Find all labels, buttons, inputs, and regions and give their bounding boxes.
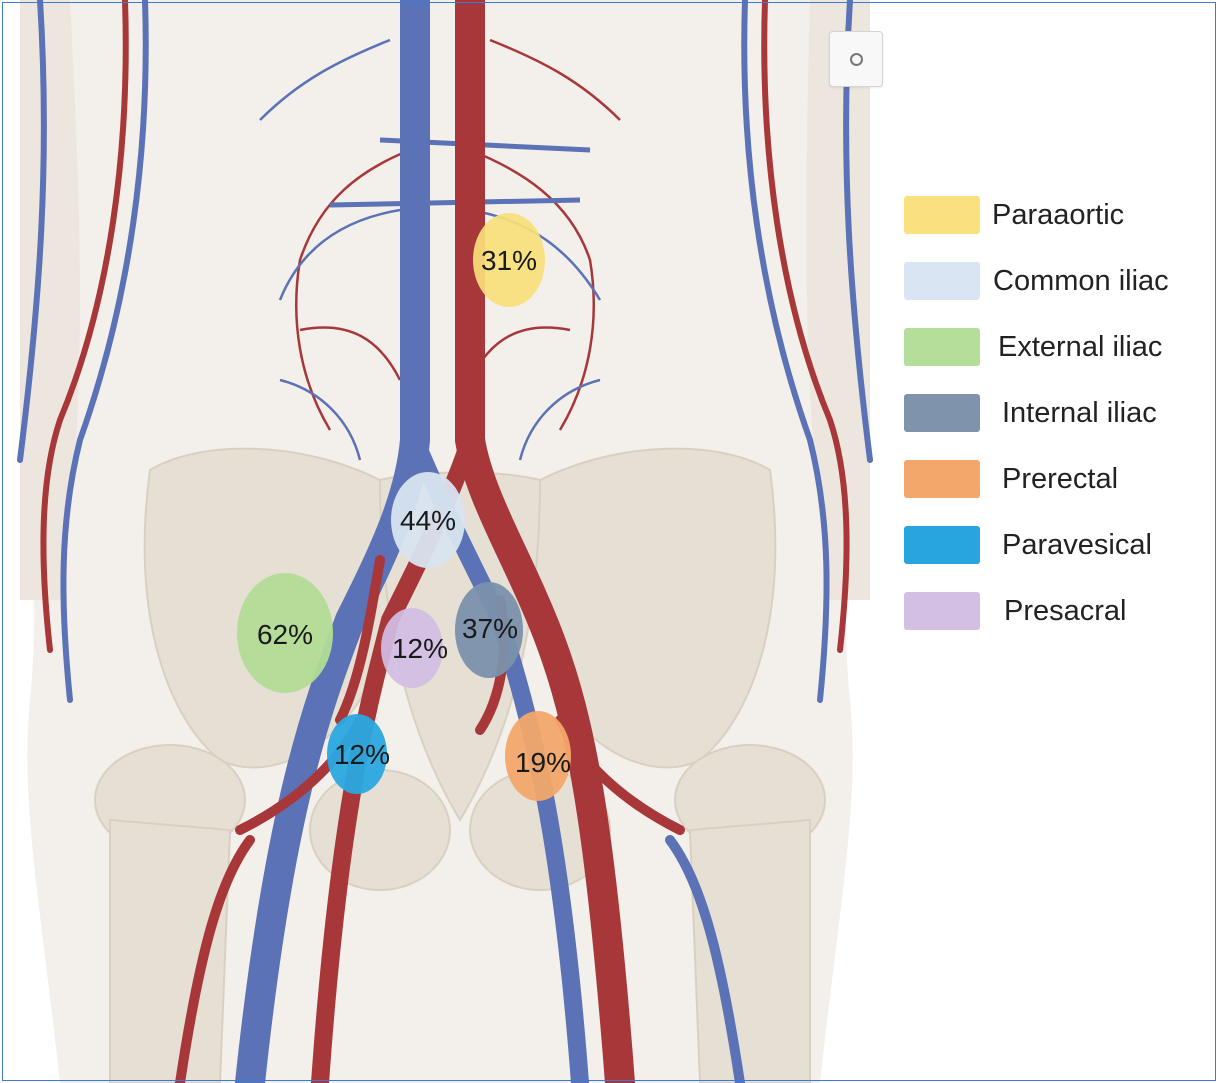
legend-item-prerectal: Prerectal — [900, 450, 1210, 516]
legend-label: Prerectal — [1002, 460, 1118, 498]
legend-swatch — [904, 394, 980, 432]
legend-label: Internal iliac — [1002, 394, 1157, 432]
legend-label: Common iliac — [993, 262, 1169, 300]
node-presacral-label: 12% — [392, 633, 448, 664]
legend-label: Paravesical — [1002, 526, 1152, 564]
legend-swatch — [904, 460, 980, 498]
legend-item-external-iliac: External iliac — [900, 318, 1210, 384]
node-external-iliac-label: 62% — [257, 619, 313, 650]
legend-item-internal-iliac: Internal iliac — [900, 384, 1210, 450]
node-paraaortic-label: 31% — [481, 245, 537, 276]
legend-label: Presacral — [1004, 592, 1127, 630]
legend-item-paravesical: Paravesical — [900, 516, 1210, 582]
legend: Paraaortic Common iliac External iliac I… — [900, 186, 1210, 648]
legend-item-presacral: Presacral — [900, 582, 1210, 648]
legend-label: Paraaortic — [992, 196, 1124, 234]
legend-swatch — [904, 328, 980, 366]
node-common-iliac-label: 44% — [400, 505, 456, 536]
legend-item-common-iliac: Common iliac — [900, 252, 1210, 318]
legend-swatch — [904, 592, 980, 630]
settings-dot-icon — [850, 53, 863, 66]
legend-swatch — [904, 526, 980, 564]
node-paravesical-label: 12% — [334, 739, 390, 770]
legend-label: External iliac — [998, 328, 1162, 366]
legend-swatch — [904, 262, 980, 300]
legend-swatch — [904, 196, 980, 234]
view-control-button[interactable] — [829, 31, 883, 87]
node-internal-iliac-label: 37% — [462, 613, 518, 644]
legend-item-paraaortic: Paraaortic — [900, 186, 1210, 252]
node-prerectal-label: 19% — [515, 747, 571, 778]
